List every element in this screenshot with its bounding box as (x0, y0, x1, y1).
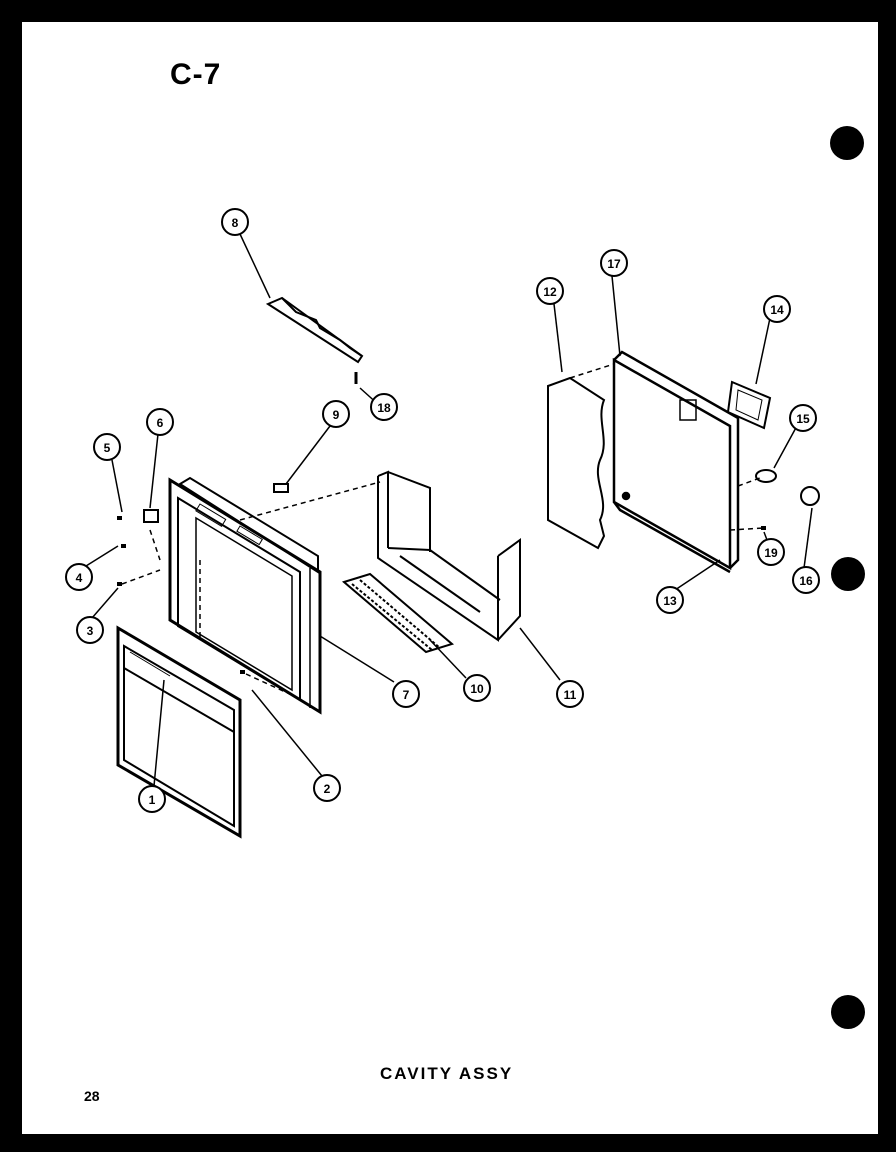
callout-7: 7 (392, 680, 420, 708)
punch-holes (830, 126, 865, 1029)
callout-18: 18 (370, 393, 398, 421)
part-insulation (547, 376, 606, 550)
part-grille (341, 572, 455, 654)
callout-14: 14 (763, 295, 791, 323)
part-top-bracket (265, 296, 364, 384)
callout-10-label: 10 (470, 682, 484, 696)
callout-6: 6 (146, 408, 174, 436)
callout-9: 9 (322, 400, 350, 428)
part-control-panel (116, 625, 242, 839)
callout-15-label: 15 (796, 412, 810, 426)
page-number: 28 (84, 1088, 100, 1104)
screws (117, 483, 766, 674)
callouts: 1 2 3 4 5 6 7 8 9 10 11 12 13 14 15 16 1… (65, 208, 820, 813)
punch-hole (831, 557, 865, 591)
callout-1-label: 1 (149, 793, 156, 807)
part-lamp (755, 469, 820, 506)
callout-2-label: 2 (324, 782, 331, 796)
callout-15: 15 (789, 404, 817, 432)
page-sheet (22, 22, 878, 1134)
callout-11: 11 (556, 680, 584, 708)
part-cavity (377, 470, 521, 642)
leader-lines (85, 233, 813, 787)
callout-3: 3 (76, 616, 104, 644)
punch-hole (831, 995, 865, 1029)
callout-8-label: 8 (232, 216, 239, 230)
callout-17-label: 17 (607, 257, 621, 271)
callout-19-label: 19 (764, 546, 778, 560)
diagram-caption: CAVITY ASSY (380, 1064, 514, 1083)
callout-12: 12 (536, 277, 564, 305)
callout-12-label: 12 (543, 285, 557, 299)
callout-14-label: 14 (770, 303, 784, 317)
callout-17: 17 (600, 249, 628, 277)
assembly-lines (121, 363, 765, 697)
callout-6-label: 6 (157, 416, 164, 430)
punch-hole (830, 126, 864, 160)
part-back-panel (612, 350, 740, 574)
callout-16-label: 16 (799, 574, 813, 588)
callout-8: 8 (221, 208, 249, 236)
callout-7-label: 7 (403, 688, 410, 702)
callout-4-label: 4 (76, 571, 83, 585)
callout-13-label: 13 (663, 594, 677, 608)
callout-4: 4 (65, 563, 93, 591)
callout-16: 16 (792, 566, 820, 594)
callout-5-label: 5 (104, 441, 111, 455)
page-title: C-7 (170, 58, 222, 91)
part-front-frame (168, 476, 322, 715)
callout-5: 5 (93, 433, 121, 461)
callout-2: 2 (313, 774, 341, 802)
callout-9-label: 9 (333, 408, 340, 422)
callout-10: 10 (463, 674, 491, 702)
part-window-plate (726, 380, 772, 430)
callout-11-label: 11 (564, 688, 577, 702)
callout-19: 19 (757, 538, 785, 566)
callout-3-label: 3 (87, 624, 94, 638)
callout-1: 1 (138, 785, 166, 813)
callout-13: 13 (656, 586, 684, 614)
callout-18-label: 18 (377, 401, 391, 415)
